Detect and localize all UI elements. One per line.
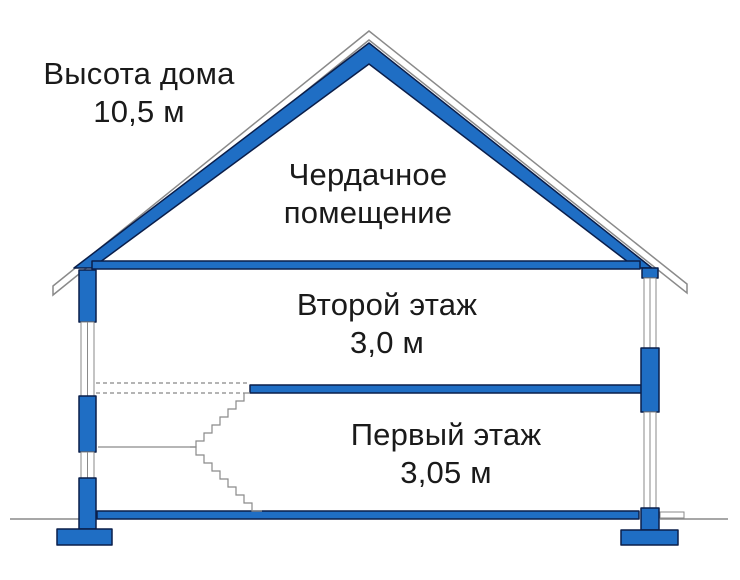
- right-wall: [620, 267, 679, 546]
- first-floor-slab: [96, 510, 640, 520]
- second-floor-title: Второй этаж: [296, 287, 478, 322]
- house-height-label: Высота дома 10,5 м: [20, 55, 258, 131]
- second-floor-slab: [249, 384, 643, 394]
- left-wall: [56, 269, 113, 546]
- attic-subtitle: помещение: [283, 195, 453, 230]
- attic-title: Чердачное: [288, 157, 448, 192]
- second-floor-height: 3,0 м: [349, 325, 425, 360]
- staircase: [98, 392, 262, 512]
- first-floor-height: 3,05 м: [400, 455, 492, 490]
- first-floor-title: Первый этаж: [350, 417, 542, 452]
- house-height-value: 10,5 м: [93, 94, 185, 129]
- house-height-title: Высота дома: [43, 56, 235, 91]
- attic-label: Чердачное помещение: [240, 156, 496, 232]
- attic-floor-slab: [91, 260, 641, 270]
- first-floor-label: Первый этаж 3,05 м: [318, 416, 574, 492]
- second-floor-label: Второй этаж 3,0 м: [262, 286, 512, 362]
- ground: [10, 511, 728, 520]
